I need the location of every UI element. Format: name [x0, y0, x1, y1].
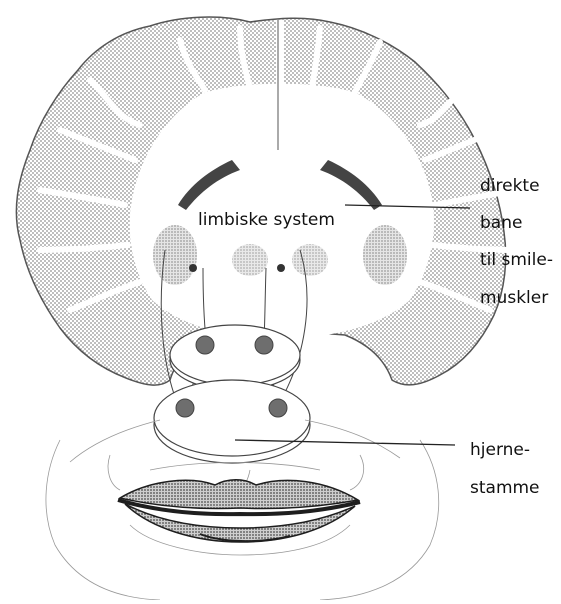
nucleus-lower-right	[269, 399, 287, 417]
thalamus-left	[232, 244, 268, 276]
label-brainstem-line1: hjerne-	[470, 440, 530, 460]
limbic-node-right	[277, 264, 285, 272]
label-brainstem-line2: stamme	[470, 478, 540, 498]
label-direct-path-line2: bane	[480, 213, 522, 233]
label-limbic-system: limbiske system	[198, 210, 335, 230]
upper-lip	[120, 480, 358, 509]
nucleus-lower-left	[176, 399, 194, 417]
lips	[118, 480, 360, 542]
nucleus-upper-right	[255, 336, 273, 354]
brainstem-disc	[154, 380, 310, 463]
label-direct-path-line3: til smile-	[480, 250, 553, 270]
label-direct-path-line1: direkte	[480, 176, 540, 196]
nucleus-upper-left	[196, 336, 214, 354]
limbic-node-left	[189, 264, 197, 272]
right-basal-ganglia	[363, 225, 407, 285]
thalamus-right	[292, 244, 328, 276]
label-direct-path-line4: muskler	[480, 288, 548, 308]
left-basal-ganglia	[153, 225, 197, 285]
